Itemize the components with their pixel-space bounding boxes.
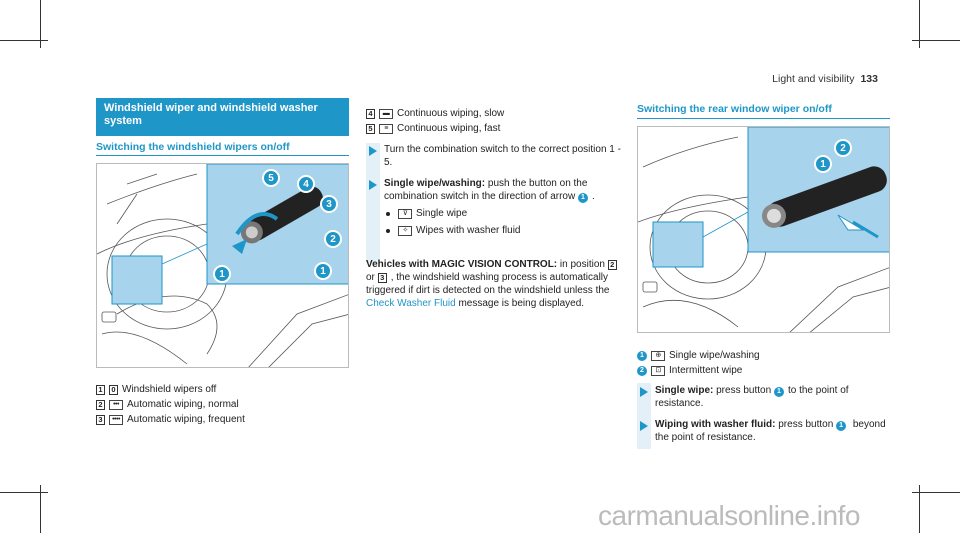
step-arrow-icon (369, 146, 377, 156)
subheading-rule (96, 155, 349, 156)
legend-row: 2 ⊡ Intermittent wipe (637, 363, 760, 378)
callout-1-inline: 1 (836, 420, 847, 431)
step-range: 1 - 5. (384, 144, 621, 168)
callout-1-inline: 1 (577, 192, 588, 203)
bullet-text: Single wipe (416, 208, 468, 219)
magic-text: in position (559, 259, 605, 270)
step-text: press button (778, 419, 834, 430)
step-arrow-icon (640, 387, 648, 397)
step-title: Single wipe/washing: (384, 178, 486, 189)
step-title: Wiping with washer fluid: (655, 419, 776, 430)
magic-title: Vehicles with MAGIC VISION CONTROL: (366, 259, 558, 270)
callout-2: 2 (834, 139, 852, 157)
bullet-text: Wipes with washer fluid (416, 225, 521, 236)
callout-1: 1 (314, 262, 332, 280)
header-section: Light and visibility (772, 73, 855, 85)
single-wipe-washing-icon: ⊕ (651, 350, 665, 361)
callout-3: 3 (320, 195, 338, 213)
legend-symbol: ≡ (379, 123, 393, 134)
watermark: carmanualsonline.info (598, 500, 860, 531)
crop-mark (0, 492, 48, 493)
step-single-wipe: Single wipe/washing: push the button on … (366, 177, 626, 237)
legend-number: 2 (637, 365, 647, 376)
callout-1-button: 1 (213, 265, 231, 283)
legend-text: Intermittent wipe (669, 365, 743, 376)
rear-wiper-figure (637, 126, 890, 333)
crop-mark (40, 485, 41, 533)
magic-text: , the windshield washing process is auto… (366, 272, 610, 296)
magic-text: message is being displayed. (458, 298, 585, 309)
check-washer-fluid-link[interactable]: Check Washer Fluid (366, 298, 456, 309)
step-end: beyond the point of resistance. (655, 419, 886, 443)
right-subheading: Switching the rear window wiper on/off (637, 103, 832, 115)
left-subheading: Switching the windshield wipers on/off (96, 141, 290, 153)
legend-text: Automatic wiping, normal (127, 399, 239, 410)
legend-symbol: 0 (109, 384, 118, 395)
magic-vision-paragraph: Vehicles with MAGIC VISION CONTROL: in p… (366, 258, 628, 310)
callout-1: 1 (814, 155, 832, 173)
legend-symbol: ••• (109, 399, 123, 410)
legend-row: 4 ▬ Continuous wiping, slow (366, 106, 504, 121)
crop-mark (919, 0, 920, 48)
legend-row: 5 ≡ Continuous wiping, fast (366, 121, 504, 136)
legend-text: Continuous wiping, slow (397, 108, 505, 119)
single-wipe-icon: ⊽ (398, 208, 412, 219)
step-arrow-icon (640, 421, 648, 431)
legend-number: 1 (96, 384, 105, 395)
washer-icon: ✧ (398, 225, 412, 236)
right-legend: 1 ⊕ Single wipe/washing 2 ⊡ Intermittent wip… (637, 348, 760, 378)
legend-row: 2 ••• Automatic wiping, normal (96, 397, 245, 412)
legend-text: Automatic wiping, frequent (127, 414, 245, 425)
step-end: . (591, 191, 595, 202)
callout-1-inline: 1 (773, 386, 784, 397)
bullet-single-wipe: ⊽ Single wipe (384, 207, 626, 220)
step-arrow-icon (369, 180, 377, 190)
legend-text: Continuous wiping, fast (397, 123, 501, 134)
legend-number: 1 (637, 350, 647, 361)
crop-mark (912, 40, 960, 41)
step-text: Turn the combination switch to the corre… (384, 144, 607, 155)
callout-4: 4 (297, 175, 315, 193)
position-3-box: 3 (377, 272, 387, 283)
step-turn-switch: Turn the combination switch to the corre… (366, 143, 626, 169)
position-2-box: 2 (607, 259, 617, 270)
step-title: Single wipe: (655, 385, 714, 396)
bullet-washer: ✧ Wipes with washer fluid (384, 224, 626, 237)
magic-or: or (366, 272, 375, 283)
step-washer-rear: Wiping with washer fluid: press button 1… (637, 418, 897, 444)
middle-legend: 4 ▬ Continuous wiping, slow 5 ≡ Continuous w… (366, 106, 504, 136)
callout-5: 5 (262, 169, 280, 187)
subheading-rule (637, 118, 890, 119)
page-number: 133 (860, 73, 878, 85)
legend-row: 3 •••• Automatic wiping, frequent (96, 412, 245, 427)
legend-symbol: •••• (109, 414, 123, 425)
crop-mark (40, 0, 41, 48)
step-text: press button (716, 385, 772, 396)
step-end: to the point of resistance. (655, 385, 849, 409)
legend-row: 1 ⊕ Single wipe/washing (637, 348, 760, 363)
legend-symbol: ▬ (379, 108, 393, 119)
crop-mark (0, 40, 48, 41)
legend-number: 4 (366, 108, 375, 119)
intermittent-wipe-icon: ⊡ (651, 365, 665, 376)
step-bar (366, 143, 380, 263)
legend-text: Windshield wipers off (122, 384, 217, 395)
legend-text: Single wipe/washing (669, 350, 760, 361)
running-header: Light and visibility 133 (772, 73, 878, 85)
crop-mark (912, 492, 960, 493)
step-bar (637, 383, 651, 449)
step-text: push the button on the combination switc… (384, 178, 588, 202)
crop-mark (919, 485, 920, 533)
callout-2: 2 (324, 230, 342, 248)
section-title: Windshield wiper and windshield washer s… (96, 98, 349, 136)
legend-number: 3 (96, 414, 105, 425)
legend-number: 2 (96, 399, 105, 410)
legend-number: 5 (366, 123, 375, 134)
